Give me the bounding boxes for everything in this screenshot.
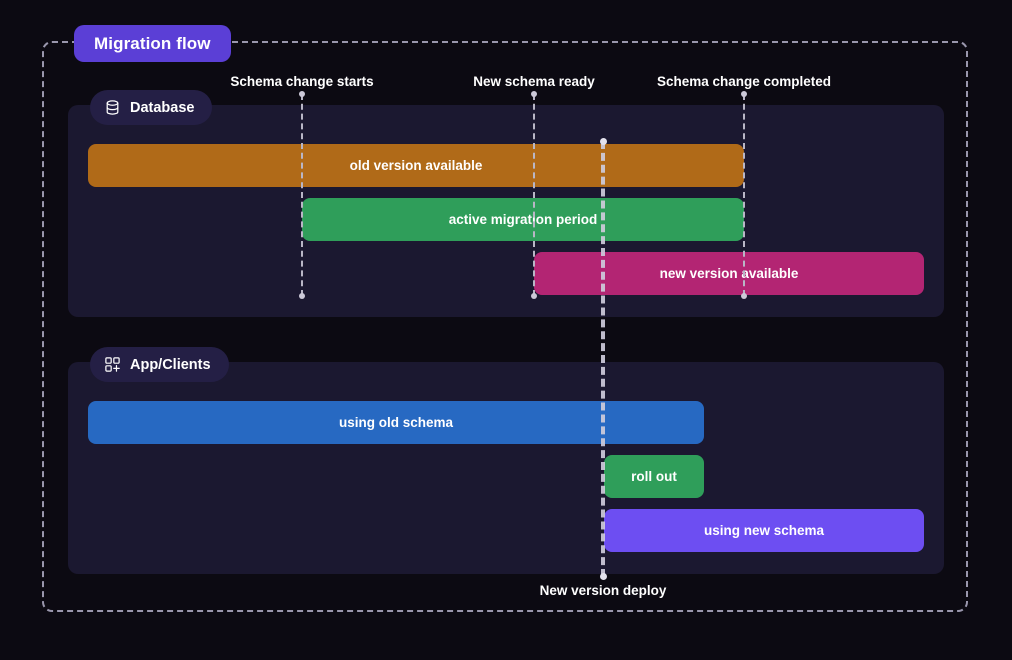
- milestone-marker: New schema ready: [384, 74, 684, 299]
- milestone-dot-bottom: [741, 293, 747, 299]
- deploy-marker-line: [593, 138, 613, 580]
- milestone-marker: Schema change starts: [152, 74, 452, 299]
- timeline-bar[interactable]: roll out: [604, 455, 704, 498]
- app-grid-plus-icon: [104, 356, 121, 373]
- diagram-title-label: Migration flow: [94, 33, 211, 53]
- milestone-line: [533, 94, 535, 296]
- lane-badge-database-label: Database: [130, 99, 195, 116]
- database-icon: [104, 99, 121, 116]
- milestone-line: [301, 94, 303, 296]
- milestone-line: [743, 94, 745, 296]
- timeline-bar[interactable]: new version available: [534, 252, 924, 295]
- milestone-label: Schema change starts: [230, 74, 374, 89]
- milestone-dot-top: [741, 91, 747, 97]
- diagram-title-badge: Migration flow: [74, 25, 231, 62]
- lane-badge-clients-label: App/Clients: [130, 356, 211, 373]
- milestone-marker: Schema change completed: [594, 74, 894, 299]
- milestone-dot-top: [531, 91, 537, 97]
- timeline-bar[interactable]: using new schema: [604, 509, 924, 552]
- deploy-dot-top: [599, 138, 607, 145]
- deploy-dot-bottom: [599, 573, 607, 580]
- timeline-bar[interactable]: old version available: [88, 144, 744, 187]
- milestone-dot-top: [299, 91, 305, 97]
- deploy-marker-label: New version deploy: [539, 583, 667, 598]
- lane-badge-clients: App/Clients: [90, 347, 229, 382]
- timeline-bar[interactable]: active migration period: [302, 198, 744, 241]
- deploy-line-stroke: [601, 141, 605, 577]
- milestone-dot-bottom: [531, 293, 537, 299]
- milestone-label: New schema ready: [473, 74, 595, 89]
- milestone-label: Schema change completed: [656, 74, 832, 89]
- milestone-dot-bottom: [299, 293, 305, 299]
- diagram-outer-frame: [42, 41, 968, 612]
- lane-badge-database: Database: [90, 90, 213, 125]
